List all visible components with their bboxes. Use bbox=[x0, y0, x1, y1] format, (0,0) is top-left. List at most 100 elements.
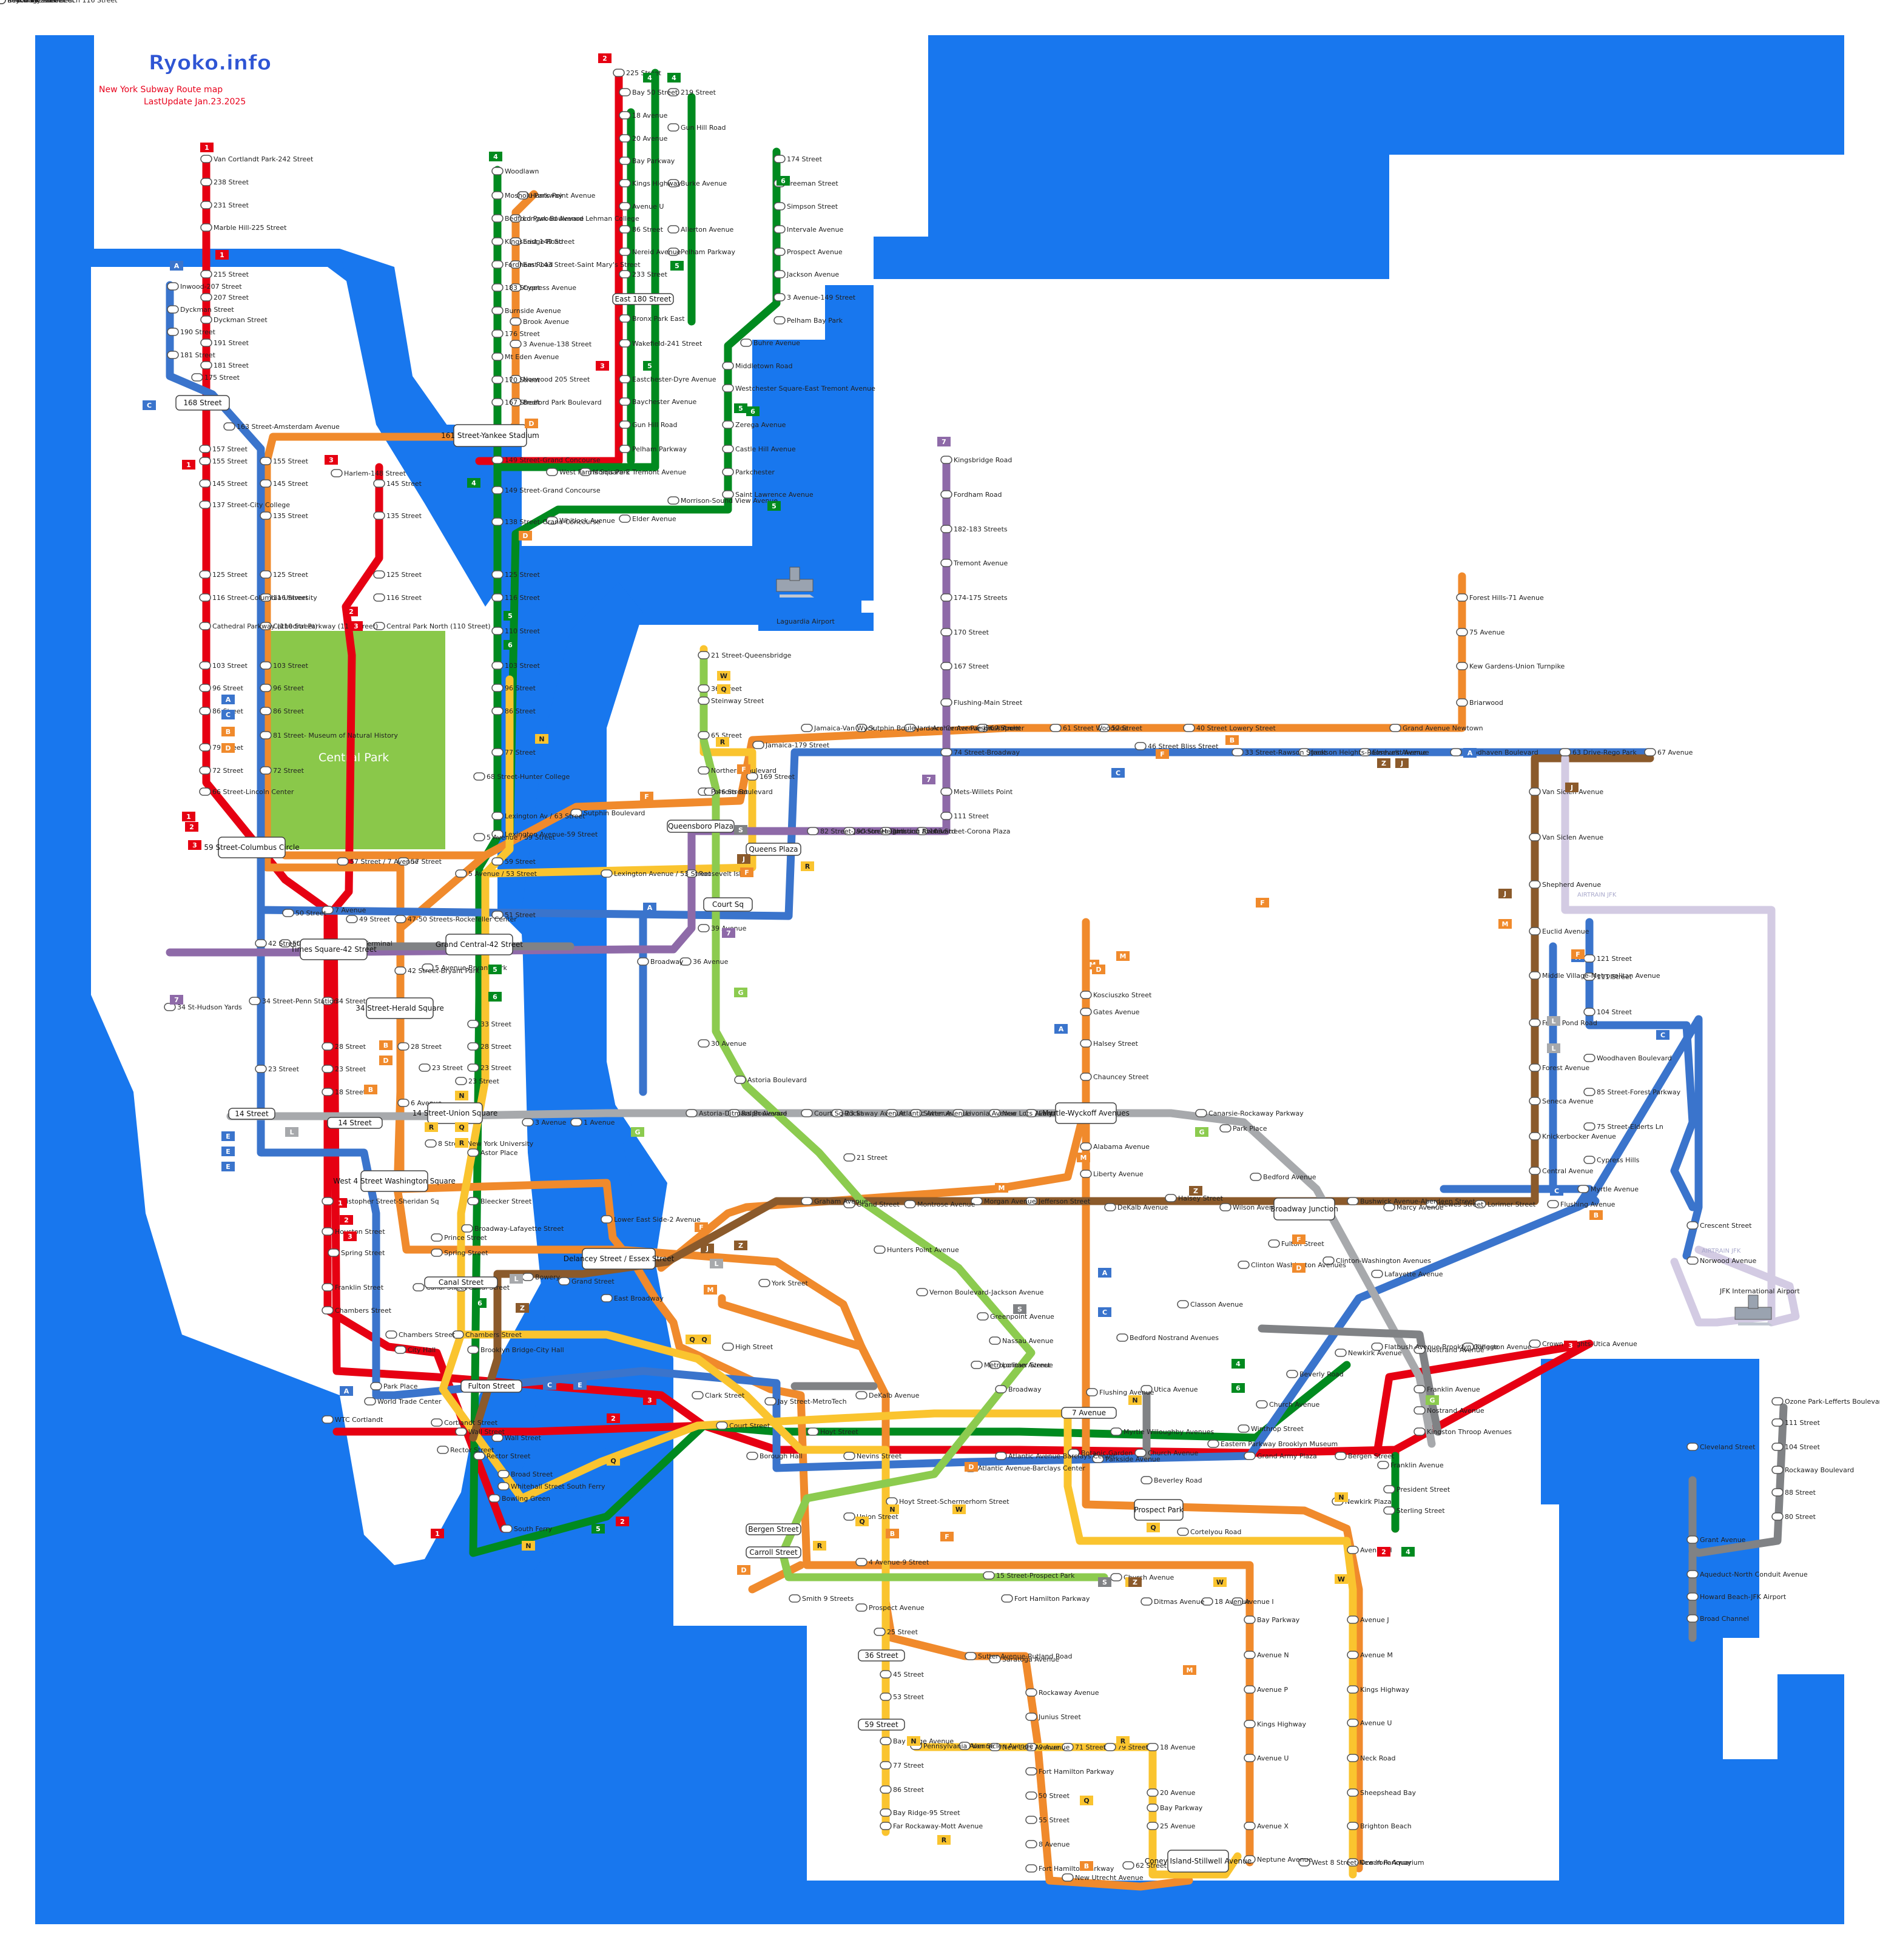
station-marker[interactable] bbox=[1080, 1008, 1092, 1016]
station-marker[interactable] bbox=[1025, 1767, 1037, 1776]
route-badge-2[interactable]: 2 bbox=[340, 1215, 353, 1225]
station-marker[interactable] bbox=[722, 420, 734, 429]
station-marker[interactable] bbox=[1529, 971, 1541, 980]
station-marker[interactable] bbox=[1025, 1197, 1037, 1205]
route-badge-E[interactable]: E bbox=[573, 1380, 587, 1390]
route-badge-F[interactable]: F bbox=[940, 1532, 954, 1541]
station-marker[interactable] bbox=[773, 155, 786, 163]
station-marker[interactable] bbox=[517, 191, 529, 200]
station-marker[interactable] bbox=[199, 743, 211, 752]
station-marker[interactable] bbox=[200, 223, 212, 232]
station-marker[interactable] bbox=[880, 1761, 892, 1770]
station-marker[interactable] bbox=[455, 1077, 467, 1085]
route-badge-Z[interactable]: Z bbox=[1128, 1577, 1142, 1587]
route-badge-C[interactable]: C bbox=[543, 1380, 556, 1390]
route-badge-C[interactable]: C bbox=[143, 400, 156, 410]
station-marker[interactable] bbox=[522, 1118, 534, 1126]
route-badge-Q[interactable]: Q bbox=[698, 1335, 711, 1344]
station-marker[interactable] bbox=[167, 282, 179, 291]
station-marker[interactable] bbox=[199, 622, 211, 630]
route-badge-7[interactable]: 7 bbox=[170, 995, 183, 1005]
station-marker[interactable] bbox=[1165, 1194, 1177, 1202]
station-marker[interactable] bbox=[1462, 1342, 1474, 1351]
station-marker[interactable] bbox=[807, 1427, 819, 1436]
station-marker[interactable] bbox=[491, 661, 504, 670]
station-marker[interactable] bbox=[959, 1742, 971, 1750]
station-marker[interactable] bbox=[1231, 1597, 1244, 1606]
station-marker[interactable] bbox=[722, 1342, 734, 1351]
route-badge-E[interactable]: E bbox=[221, 1131, 235, 1141]
station-marker[interactable] bbox=[916, 1288, 928, 1296]
station-marker[interactable] bbox=[1080, 1039, 1092, 1048]
station-marker[interactable] bbox=[1583, 1088, 1595, 1096]
route-badge-4[interactable]: 4 bbox=[467, 478, 480, 488]
station-marker[interactable] bbox=[1529, 1097, 1541, 1105]
station-marker[interactable] bbox=[1347, 1788, 1359, 1797]
hub-herald[interactable]: 34 Street-Herald Square bbox=[355, 997, 444, 1019]
station-marker[interactable] bbox=[0, 0, 6, 4]
route-badge-E[interactable]: E bbox=[221, 1162, 235, 1171]
station-marker[interactable] bbox=[1529, 833, 1541, 841]
station-marker[interactable] bbox=[1177, 1527, 1189, 1536]
route-badge-2[interactable]: 2 bbox=[345, 607, 358, 616]
station-marker[interactable] bbox=[322, 1227, 334, 1236]
station-marker[interactable] bbox=[422, 963, 434, 972]
station-marker[interactable] bbox=[1025, 1109, 1037, 1117]
route-badge-6[interactable]: 6 bbox=[746, 406, 760, 416]
route-badge-6[interactable]: 6 bbox=[777, 176, 790, 186]
station-marker[interactable] bbox=[322, 906, 334, 914]
hub-prospect_park[interactable]: Prospect Park bbox=[1134, 1499, 1184, 1521]
route-badge-Q[interactable]: Q bbox=[1147, 1523, 1160, 1532]
station-marker[interactable] bbox=[491, 260, 504, 269]
station-marker[interactable] bbox=[728, 1109, 740, 1117]
station-marker[interactable] bbox=[1025, 1816, 1037, 1824]
route-badge-3[interactable]: 3 bbox=[343, 1231, 357, 1241]
route-badge-D[interactable]: D bbox=[519, 531, 532, 541]
station-marker[interactable] bbox=[488, 1494, 500, 1503]
station-marker[interactable] bbox=[971, 1361, 983, 1369]
route-badge-Q[interactable]: Q bbox=[686, 1335, 699, 1344]
station-marker[interactable] bbox=[397, 1042, 409, 1051]
station-marker[interactable] bbox=[1110, 1573, 1122, 1581]
station-marker[interactable] bbox=[773, 202, 786, 210]
station-marker[interactable] bbox=[249, 997, 261, 1005]
station-marker[interactable] bbox=[1771, 1512, 1784, 1521]
station-marker[interactable] bbox=[200, 338, 212, 347]
route-badge-G[interactable]: G bbox=[1195, 1127, 1208, 1137]
station-marker[interactable] bbox=[855, 1603, 868, 1612]
station-marker[interactable] bbox=[1298, 1858, 1310, 1867]
station-marker[interactable] bbox=[491, 456, 504, 464]
station-marker[interactable] bbox=[497, 1470, 510, 1478]
station-marker[interactable] bbox=[200, 201, 212, 209]
station-marker[interactable] bbox=[880, 1670, 892, 1679]
station-marker[interactable] bbox=[1062, 1743, 1074, 1751]
station-marker[interactable] bbox=[880, 1785, 892, 1794]
station-marker[interactable] bbox=[1371, 1342, 1383, 1351]
hub-east180[interactable]: East 180 Street bbox=[612, 293, 674, 305]
route-badge-R[interactable]: R bbox=[425, 1122, 438, 1132]
station-marker[interactable] bbox=[619, 225, 631, 234]
station-marker[interactable] bbox=[746, 772, 758, 781]
route-badge-D[interactable]: D bbox=[379, 1056, 393, 1065]
station-marker[interactable] bbox=[199, 684, 211, 692]
station-marker[interactable] bbox=[1413, 1345, 1426, 1354]
station-marker[interactable] bbox=[1529, 787, 1541, 796]
station-marker[interactable] bbox=[199, 661, 211, 670]
station-marker[interactable] bbox=[322, 1197, 334, 1205]
hub-59col[interactable]: 59 Street-Columbus Circle bbox=[204, 837, 300, 858]
station-marker[interactable] bbox=[601, 1215, 613, 1224]
route-badge-A[interactable]: A bbox=[170, 261, 183, 271]
station-marker[interactable] bbox=[940, 812, 952, 820]
station-marker[interactable] bbox=[467, 1345, 479, 1354]
station-marker[interactable] bbox=[346, 915, 358, 923]
route-badge-F[interactable]: F bbox=[1256, 898, 1269, 908]
station-marker[interactable] bbox=[619, 375, 631, 383]
station-marker[interactable] bbox=[855, 1558, 868, 1566]
route-badge-Q[interactable]: Q bbox=[717, 684, 730, 694]
hub-161[interactable]: 161 Street-Yankee Stadium bbox=[441, 424, 539, 447]
station-marker[interactable] bbox=[1529, 927, 1541, 935]
station-marker[interactable] bbox=[910, 1109, 922, 1117]
station-marker[interactable] bbox=[789, 1594, 801, 1603]
route-badge-F[interactable]: F bbox=[1156, 749, 1169, 759]
station-marker[interactable] bbox=[260, 593, 272, 602]
